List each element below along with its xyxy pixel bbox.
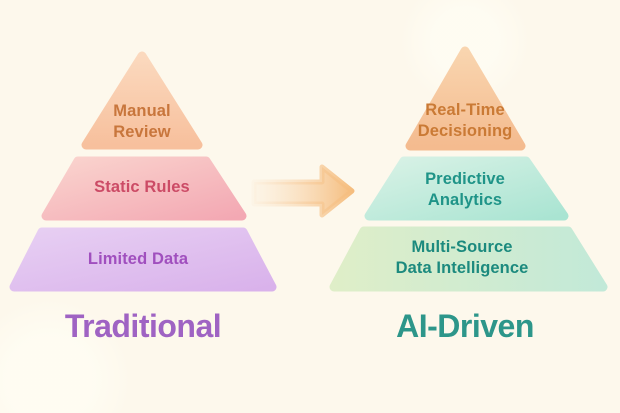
traditional-tier-bottom-shape bbox=[9, 227, 277, 292]
ai-driven-pyramid bbox=[329, 46, 608, 292]
traditional-title: Traditional bbox=[64, 308, 222, 344]
tier-label-multi-source-data-intelligence: Multi-Source Data Intelligence bbox=[395, 238, 529, 277]
traditional-pyramid bbox=[9, 51, 277, 292]
tier-label-manual-review: Manual Review bbox=[113, 102, 171, 141]
tier-label-real-time-decisioning: Real-Time Decisioning bbox=[417, 101, 513, 140]
tier-label-static-rules: Static Rules bbox=[94, 178, 190, 196]
ai-driven-tier-bottom-shape bbox=[329, 226, 608, 292]
ai-driven-title: AI-Driven bbox=[396, 308, 534, 344]
right-arrow-shape bbox=[251, 164, 355, 218]
ai-driven-tier-middle-shape bbox=[364, 156, 569, 221]
tier-label-predictive-analytics: Predictive Analytics bbox=[425, 170, 505, 209]
ai-driven-tier-top-shape bbox=[405, 46, 526, 151]
tier-label-limited-data: Limited Data bbox=[87, 250, 189, 268]
traditional-tier-middle-shape bbox=[41, 156, 247, 221]
traditional-tier-top-shape bbox=[81, 51, 203, 150]
right-arrow-icon bbox=[251, 164, 355, 218]
